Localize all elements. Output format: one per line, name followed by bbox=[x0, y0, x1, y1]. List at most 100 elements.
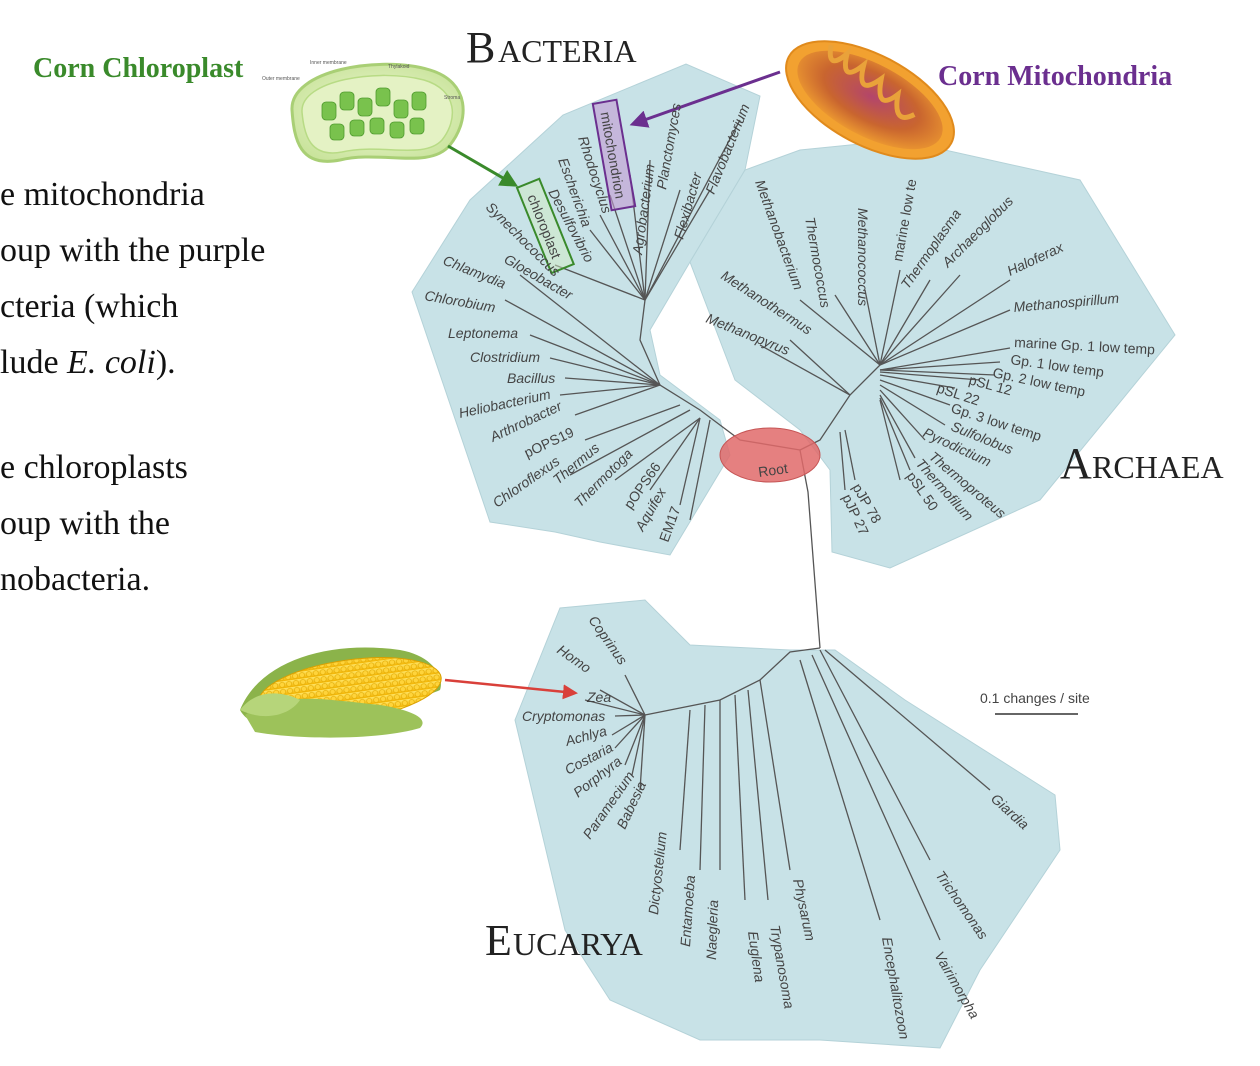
eucarya-title: E bbox=[485, 916, 512, 965]
branch bbox=[529, 334, 661, 386]
branch bbox=[879, 279, 931, 366]
branch bbox=[644, 119, 741, 301]
eucarya-title-rest: UCARYA bbox=[513, 926, 643, 962]
branch bbox=[559, 384, 661, 396]
note-text: lude bbox=[0, 344, 68, 381]
branch bbox=[819, 649, 931, 861]
branch bbox=[879, 371, 981, 381]
corn-mitochondria-label: Corn Mitochondria bbox=[938, 61, 1172, 92]
branch bbox=[879, 389, 926, 441]
branch bbox=[839, 431, 846, 491]
taxon-label: Leptonema bbox=[448, 325, 518, 341]
branch bbox=[624, 674, 646, 716]
branch bbox=[609, 194, 646, 301]
chloroplast-arrow bbox=[447, 144, 519, 187]
branch bbox=[644, 189, 681, 301]
branch bbox=[614, 714, 646, 717]
branch bbox=[789, 339, 851, 396]
mitochondria-note: e mitochondria oup with the purple cteri… bbox=[0, 167, 265, 391]
note-line: oup with the bbox=[0, 505, 170, 542]
branch bbox=[879, 274, 961, 366]
taxon-label: Cryptomonas bbox=[522, 708, 605, 724]
taxon-label: Bacillus bbox=[507, 370, 555, 386]
taxon-label: Zea bbox=[586, 689, 611, 705]
branch bbox=[519, 274, 661, 386]
branch bbox=[879, 369, 996, 376]
mitochondria-arrow bbox=[629, 70, 781, 128]
branch bbox=[824, 649, 991, 791]
chloroplast-part-label: Stroma bbox=[444, 95, 460, 101]
note-text: ). bbox=[155, 344, 176, 381]
branch bbox=[759, 344, 851, 396]
chloroplast-part-label: Outer membrane bbox=[262, 76, 300, 82]
central-stem bbox=[799, 449, 821, 649]
branch bbox=[799, 299, 881, 366]
taxon-label: Methanococcus bbox=[855, 208, 871, 306]
note-line: oup with the purple bbox=[0, 232, 266, 269]
corn-cob-illustration bbox=[240, 647, 442, 738]
branch bbox=[879, 279, 1011, 366]
chloroplast-note: e chloroplasts oup with the nobacteria. bbox=[0, 440, 188, 608]
branch bbox=[644, 159, 651, 301]
branch bbox=[834, 294, 881, 366]
corn-chloroplast-label: Corn Chloroplast bbox=[33, 53, 244, 84]
chloroplast-part-label: Thylakoid bbox=[388, 64, 410, 70]
branch bbox=[879, 394, 916, 459]
branch bbox=[879, 384, 946, 426]
archaea-title: A bbox=[1060, 439, 1092, 488]
branch bbox=[599, 214, 646, 301]
branch bbox=[759, 679, 791, 871]
branch bbox=[734, 694, 746, 901]
branch bbox=[879, 397, 911, 471]
branch bbox=[879, 269, 901, 366]
branch bbox=[879, 309, 1011, 366]
branch bbox=[689, 419, 711, 521]
note-line: e mitochondria bbox=[0, 176, 205, 213]
branch bbox=[879, 374, 956, 389]
branch bbox=[879, 347, 1011, 371]
branch bbox=[614, 417, 701, 481]
branch bbox=[879, 399, 901, 481]
branch bbox=[624, 714, 646, 766]
note-line: lude E. coli). bbox=[0, 335, 265, 391]
eucarya-region bbox=[514, 599, 1061, 1049]
branch bbox=[504, 299, 661, 386]
bacteria-title: B bbox=[466, 23, 495, 72]
branch bbox=[811, 654, 941, 941]
branch bbox=[631, 714, 646, 776]
branch bbox=[679, 417, 701, 506]
chloroplast-illustration: Inner membrane Thylakoid Outer membrane … bbox=[262, 60, 465, 163]
branch bbox=[747, 689, 769, 901]
branch bbox=[649, 417, 701, 491]
note-line: nobacteria. bbox=[0, 561, 151, 598]
mitochondria-illustration bbox=[785, 40, 955, 160]
branch bbox=[879, 361, 1001, 371]
taxon-label: Naegleria bbox=[703, 899, 721, 960]
branch bbox=[879, 379, 951, 406]
branch bbox=[639, 714, 646, 791]
taxon-label: Euglena bbox=[745, 930, 768, 983]
branch bbox=[611, 714, 646, 736]
scale-label: 0.1 changes / site bbox=[980, 690, 1090, 706]
taxon-label: Clostridium bbox=[470, 349, 540, 365]
branch bbox=[614, 714, 646, 749]
branch bbox=[574, 384, 661, 416]
branch bbox=[799, 659, 881, 921]
branch bbox=[549, 357, 661, 386]
chloroplast-highlight: chloroplast bbox=[515, 177, 576, 275]
root-marker bbox=[719, 427, 821, 483]
branch bbox=[679, 709, 691, 851]
branch bbox=[584, 404, 681, 441]
branch bbox=[699, 704, 706, 871]
taxon-label: Entamoeba bbox=[677, 874, 698, 947]
note-line: cteria (which bbox=[0, 288, 179, 325]
corn-arrow bbox=[444, 678, 578, 700]
branch bbox=[569, 409, 691, 476]
branch bbox=[844, 429, 856, 481]
chloroplast-part-label: Inner membrane bbox=[310, 60, 347, 66]
tree-branches bbox=[504, 119, 1011, 941]
branch bbox=[599, 689, 646, 716]
branch bbox=[589, 229, 646, 301]
branch bbox=[644, 189, 711, 301]
